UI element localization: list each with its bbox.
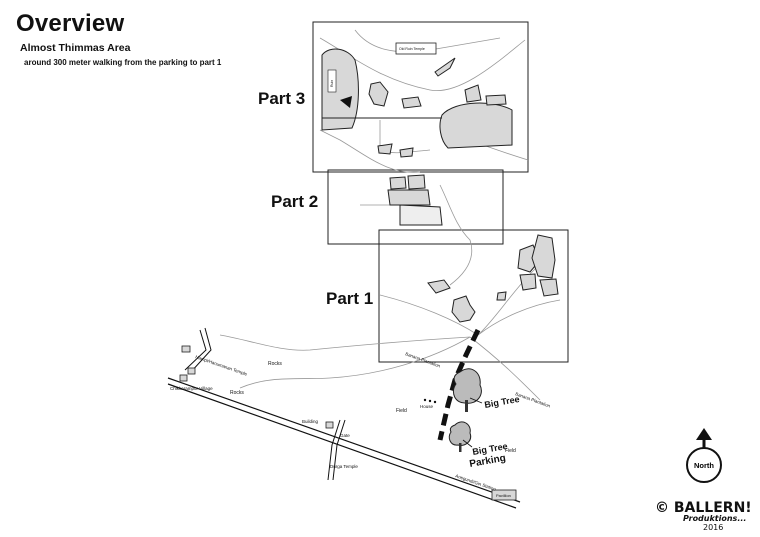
part-3-label: Part 3 — [258, 89, 306, 108]
label-anegundi-road: Anegundi/Gin Station — [455, 473, 497, 492]
big-tree-2 — [448, 421, 472, 452]
label-house: House — [420, 404, 434, 409]
credit-sub: Produktions... — [683, 514, 747, 523]
part-3-frame — [312, 21, 529, 173]
rocks-part-3 — [321, 48, 513, 158]
page-description: around 300 meter walking from the parkin… — [24, 58, 222, 67]
label-ruin-vertical: Ruin — [330, 80, 334, 87]
label-banana-2: Banana Plantation — [515, 391, 552, 408]
house-dots — [423, 398, 437, 404]
tree-label-lines — [462, 397, 483, 448]
compass-label: North — [694, 461, 714, 470]
part-1-label: Part 1 — [326, 289, 374, 308]
label-pavillon: Pavillion — [496, 493, 511, 498]
rocks-part-2 — [387, 174, 443, 226]
label-rocks-1: Rocks — [268, 361, 282, 367]
label-big-tree-1: Big Tree — [484, 394, 521, 410]
credit-brand: © BALLERN! — [655, 500, 752, 516]
trails — [219, 29, 561, 401]
label-building: Building — [302, 419, 319, 424]
part-1-frame — [378, 229, 569, 363]
label-small-temple: Old Ruin Temple — [399, 47, 425, 51]
label-hampi-road: Hampi/Hanumanan Temple — [195, 354, 249, 377]
part-2-frame — [327, 169, 504, 245]
label-village: Chikkarampur Village — [170, 386, 213, 391]
side-roads — [184, 327, 346, 481]
page-title: Overview — [16, 10, 125, 37]
climb-marker — [340, 96, 352, 108]
label-field-1: Field — [396, 408, 407, 414]
label-rocks-2: Rocks — [230, 390, 244, 396]
rocks-part-1 — [427, 234, 559, 323]
page-subtitle: Almost Thimmas Area — [20, 42, 131, 54]
main-road — [167, 377, 521, 509]
ruin-vertical-box — [327, 69, 337, 93]
compass: North — [686, 428, 722, 483]
label-gate: Gate — [340, 433, 350, 438]
small-temple-box — [395, 42, 437, 55]
credit-block: © BALLERN! Produktions... 2016 — [655, 500, 752, 532]
buildings — [179, 345, 517, 501]
north-arrow-icon — [696, 428, 712, 440]
label-durga-temple: Durga Temple — [330, 464, 358, 469]
label-field-2: Field — [505, 448, 516, 454]
credit-year: 2016 — [703, 523, 724, 532]
part-2-label: Part 2 — [271, 192, 319, 211]
big-tree-1 — [452, 368, 482, 412]
